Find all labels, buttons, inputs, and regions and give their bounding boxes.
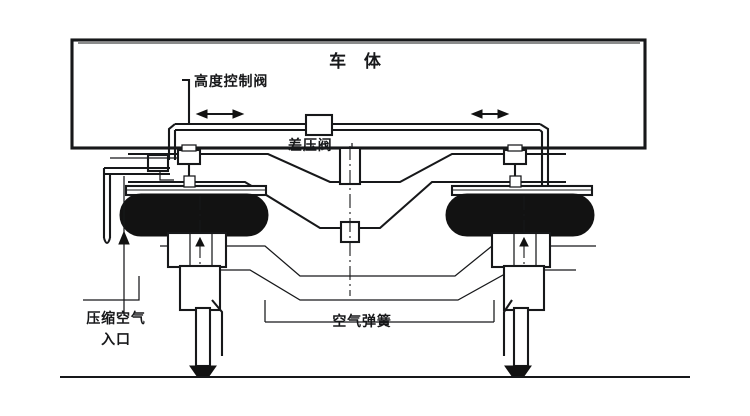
air-spring-right xyxy=(445,184,595,312)
height-control-valve-label: 高度控制阀 xyxy=(194,73,268,90)
flow-arrow-right xyxy=(470,109,510,119)
flow-arrow-right-head-west xyxy=(470,109,483,119)
car-body-label: 车 体 xyxy=(329,51,387,72)
wheel-left-leg xyxy=(194,306,212,368)
height-control-valve-right xyxy=(502,144,550,188)
flow-arrow-right-head-east xyxy=(497,109,510,119)
pipe-left-elbow-outer xyxy=(167,123,176,160)
wheel-right-brace xyxy=(502,299,513,356)
air-spring-right-flow-arrow-icon xyxy=(519,236,529,247)
inlet-pipe-cap xyxy=(102,237,112,245)
height-control-valve-left-cap xyxy=(181,144,197,152)
compressed-air-inlet-label-line1: 压缩空气 xyxy=(86,310,145,327)
air-spring-right-bellows xyxy=(445,193,595,237)
leader-line-icon xyxy=(182,78,191,86)
up-arrow-icon xyxy=(118,230,130,245)
compressed-air-inlet xyxy=(83,157,178,316)
height-control-valve-left-body xyxy=(176,148,202,166)
pipe-right-elbow-inner xyxy=(539,129,544,162)
height-control-valve-right-nut xyxy=(509,175,522,188)
compressed-air-inlet-leader xyxy=(83,276,140,301)
flow-arrow-left-head-west xyxy=(195,109,208,119)
wheel-right xyxy=(502,299,532,377)
pipe-right-elbow-outer xyxy=(539,123,550,162)
height-control-valve-right-body xyxy=(502,148,528,166)
height-control-valve-callout: 高度控制阀 xyxy=(182,73,268,124)
air-spring-left-bellows xyxy=(119,193,269,237)
height-control-valve-left xyxy=(176,144,202,188)
differential-pressure-valve-label: 差压阀 xyxy=(288,137,333,154)
air-spring-right-pedestal xyxy=(490,231,552,269)
air-spring-left-pedestal xyxy=(166,231,228,269)
wheel-left-brace xyxy=(211,299,224,356)
air-spring-left xyxy=(119,184,269,312)
flow-arrow-left xyxy=(195,109,245,119)
compressed-air-inlet-label-line2: 入口 xyxy=(101,332,131,348)
height-control-valve-left-nut xyxy=(183,175,196,188)
differential-pressure-valve-body xyxy=(304,113,334,137)
air-spring-label: 空气弹簧 xyxy=(332,313,391,330)
wheel-left xyxy=(189,299,224,377)
height-control-valve-right-cap xyxy=(507,144,523,152)
air-piping xyxy=(167,122,550,162)
air-spring-left-flow-arrow-icon xyxy=(195,236,205,247)
differential-pressure-valve xyxy=(304,113,334,137)
flow-arrow-left-head-east xyxy=(232,109,245,119)
wheel-right-leg xyxy=(512,306,530,368)
